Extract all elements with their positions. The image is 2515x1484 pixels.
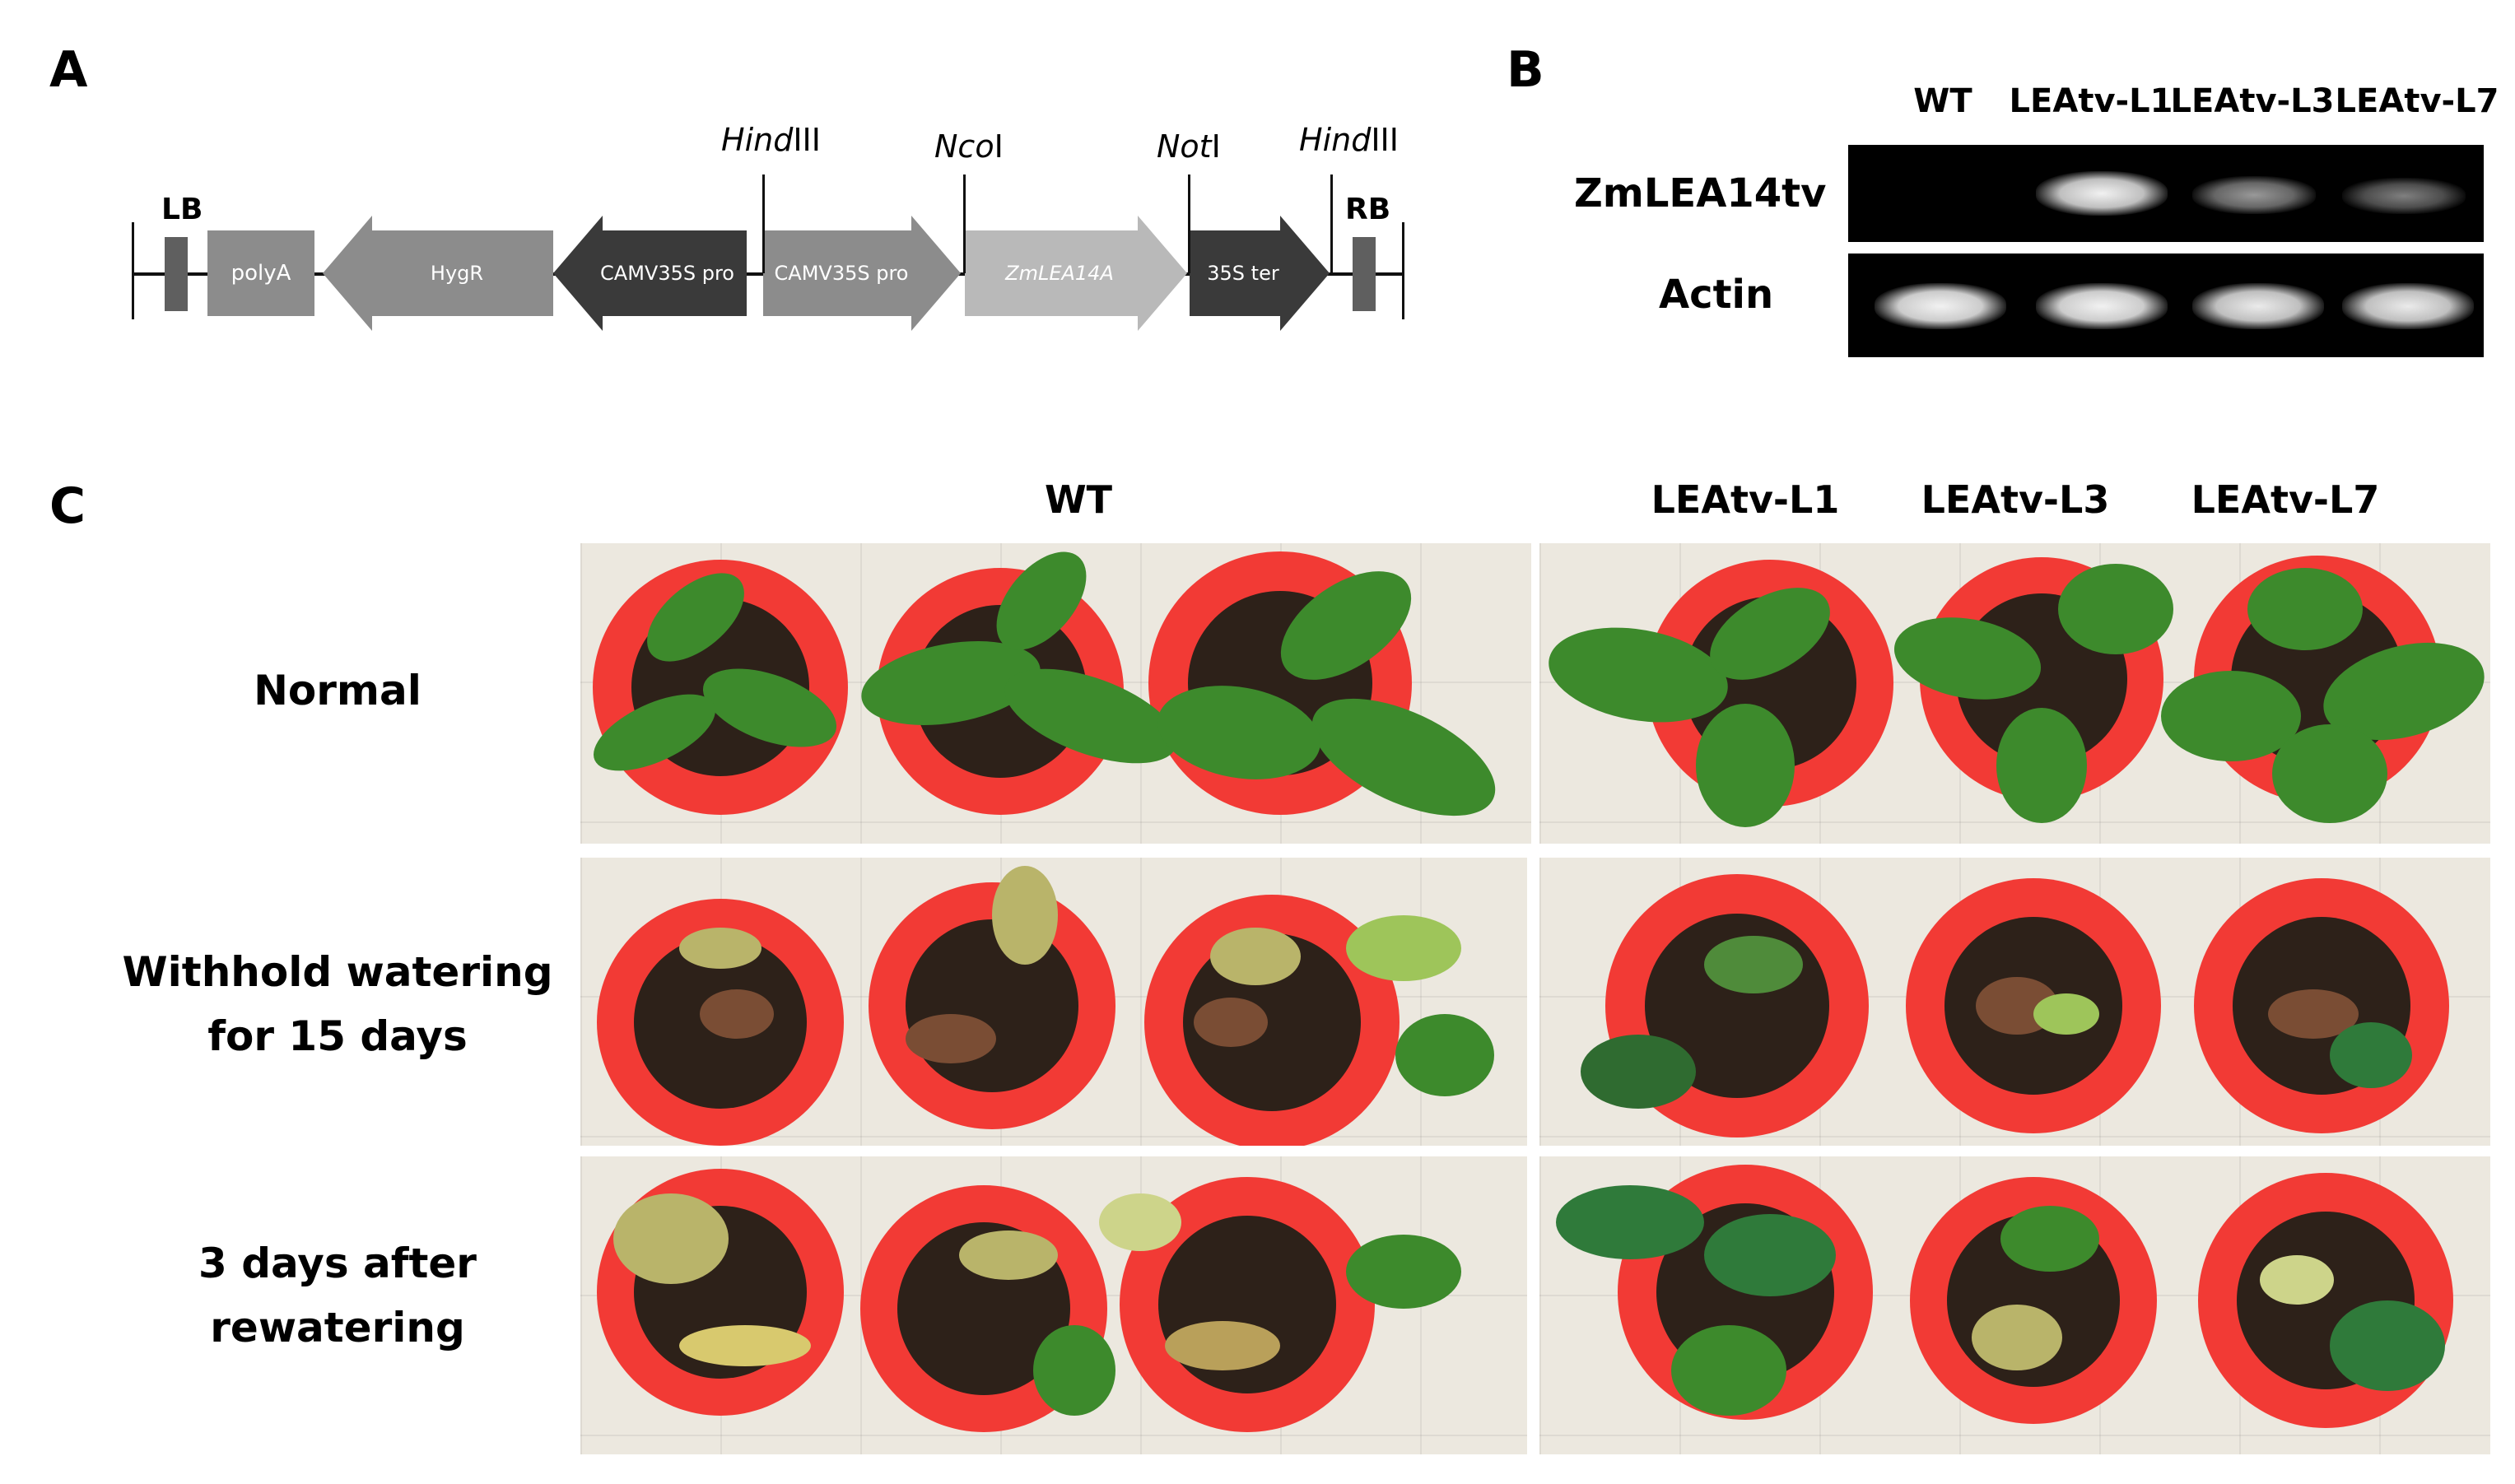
- band-actin-wt: [1875, 283, 2006, 329]
- panel-b-label: B: [1507, 41, 1544, 99]
- lane-label-l1: LEAtv-L1: [2009, 82, 2173, 120]
- gel-row-label-target: ZmLEA14tv: [1574, 170, 1827, 216]
- site-noti-label: NotI: [1157, 128, 1221, 165]
- lb-label: LB: [161, 193, 203, 226]
- photo-wt-normal: [580, 543, 1531, 844]
- right-end-tick: [1402, 222, 1404, 319]
- row-label-normal: Normal: [254, 667, 421, 714]
- band-actin-l3: [2192, 283, 2324, 329]
- band-actin-l7: [2342, 283, 2474, 329]
- column-header-l3: LEAtv-L3: [1921, 477, 2110, 522]
- polya-label: polyA: [231, 261, 291, 286]
- photo-wt-withhold: [580, 858, 1527, 1146]
- panel-c-label: C: [49, 477, 86, 535]
- rb-block: [1353, 237, 1376, 311]
- gel-row-label-actin: Actin: [1659, 272, 1774, 318]
- site-noti-tick: [1188, 174, 1190, 273]
- band-target-l1: [2036, 171, 2168, 216]
- panel-a-label: A: [49, 41, 88, 99]
- site-ncoi-label: NcoI: [934, 128, 1004, 165]
- photo-transgenic-rewater: [1539, 1156, 2490, 1454]
- site-ncoi-tick: [963, 174, 966, 273]
- promoter-1-label: CAMV35S pro: [600, 262, 734, 285]
- column-header-l7: LEAtv-L7: [2191, 477, 2380, 522]
- promoter-2-arrow: [763, 216, 961, 331]
- rb-label: RB: [1345, 193, 1391, 226]
- hygr-label: HygR: [430, 262, 484, 285]
- gene-arrow: [965, 216, 1187, 331]
- promoter-2-label: CAMV35S pro: [774, 262, 909, 285]
- column-header-l1: LEAtv-L1: [1651, 477, 1840, 522]
- hygr-arrow: [323, 216, 553, 331]
- photo-wt-rewater: [580, 1156, 1527, 1454]
- terminator-arrow: [1190, 216, 1330, 331]
- left-end-tick: [132, 222, 134, 319]
- lane-label-l7: LEAtv-L7: [2335, 82, 2499, 120]
- terminator-label: 35S ter: [1207, 262, 1279, 285]
- site-hindiii-2-tick: [1330, 174, 1333, 273]
- column-header-wt: WT: [1044, 477, 1113, 522]
- site-hindiii-2-label: HindIII: [1299, 122, 1399, 158]
- band-target-l7: [2342, 178, 2466, 214]
- band-target-l3: [2192, 176, 2316, 214]
- gel-strip-actin: [1848, 254, 2484, 357]
- photo-transgenic-normal: [1539, 543, 2490, 844]
- gel-strip-target: [1848, 145, 2484, 242]
- site-hindiii-1-tick: [762, 174, 765, 273]
- site-hindiii-1-label: HindIII: [721, 122, 821, 158]
- polya-box: polyA: [207, 230, 314, 316]
- photo-transgenic-withhold: [1539, 858, 2490, 1146]
- lb-block: [165, 237, 188, 311]
- band-actin-l1: [2036, 283, 2168, 329]
- promoter-1-arrow: [553, 216, 747, 331]
- lane-label-wt: WT: [1913, 82, 1972, 120]
- lane-label-l3: LEAtv-L3: [2170, 82, 2335, 120]
- gene-label: ZmLEA14A: [1005, 262, 1114, 285]
